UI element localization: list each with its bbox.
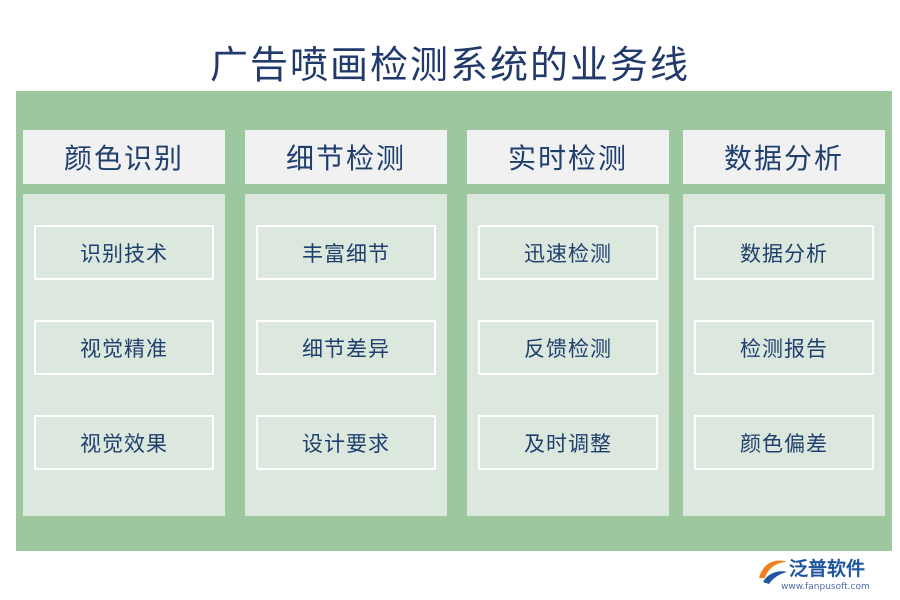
column-body-color-recognition: 识别技术 视觉精准 视觉效果 — [23, 194, 225, 516]
business-line-board: 颜色识别 识别技术 视觉精准 视觉效果 细节检测 丰富细节 细节差异 设计要求 … — [16, 91, 892, 551]
column-header-realtime-detection: 实时检测 — [467, 130, 669, 184]
list-item: 细节差异 — [256, 320, 436, 375]
column-body-data-analysis: 数据分析 检测报告 颜色偏差 — [683, 194, 885, 516]
list-item: 反馈检测 — [478, 320, 658, 375]
list-item: 视觉效果 — [34, 415, 214, 470]
column-header-data-analysis: 数据分析 — [683, 130, 885, 184]
list-item: 迅速检测 — [478, 225, 658, 280]
logo-url: www.fanpusoft.com — [781, 582, 870, 592]
list-item: 丰富细节 — [256, 225, 436, 280]
fanpu-logo-icon — [759, 560, 787, 584]
list-item: 颜色偏差 — [694, 415, 874, 470]
page-title: 广告喷画检测系统的业务线 — [209, 43, 690, 87]
column-header-detail-detection: 细节检测 — [245, 130, 447, 184]
list-item: 识别技术 — [34, 225, 214, 280]
list-item: 设计要求 — [256, 415, 436, 470]
list-item: 数据分析 — [694, 225, 874, 280]
logo-text: 泛普软件 — [789, 558, 866, 580]
list-item: 及时调整 — [478, 415, 658, 470]
list-item: 检测报告 — [694, 320, 874, 375]
list-item: 视觉精准 — [34, 320, 214, 375]
column-body-detail-detection: 丰富细节 细节差异 设计要求 — [245, 194, 447, 516]
brand-logo: 泛普软件 www.fanpusoft.com — [755, 552, 890, 600]
column-header-color-recognition: 颜色识别 — [23, 130, 225, 184]
column-body-realtime-detection: 迅速检测 反馈检测 及时调整 — [467, 194, 669, 516]
